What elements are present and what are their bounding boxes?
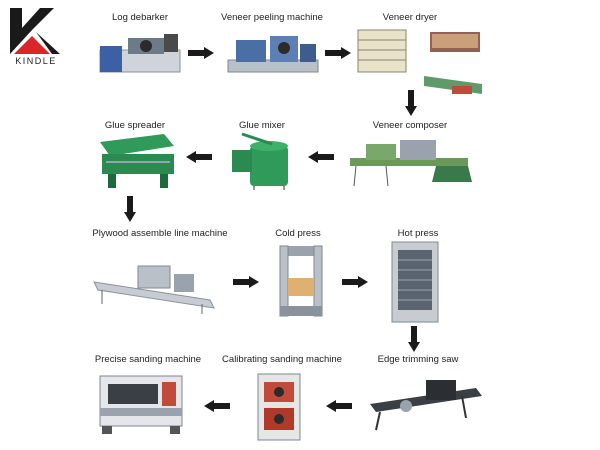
arrow-right-icon — [325, 47, 351, 59]
arrow-left-icon — [326, 400, 352, 412]
arrow-right-icon — [342, 276, 368, 288]
label-veneer-peeling-machine: Veneer peeling machine — [221, 12, 323, 23]
label-glue-mixer: Glue mixer — [239, 120, 285, 131]
hot-press-image — [388, 240, 443, 325]
arrow-down-icon — [405, 90, 417, 116]
cold-press-image — [276, 244, 326, 319]
glue-spreader-image — [94, 132, 179, 192]
label-veneer-dryer: Veneer dryer — [382, 12, 438, 23]
label-edge-trimming-saw: Edge trimming saw — [377, 354, 459, 365]
label-log-debarker: Log debarker — [112, 12, 168, 23]
veneer-peeling-machine-image — [226, 26, 321, 78]
label-calibrating-sanding-machine: Calibrating sanding machine — [222, 354, 342, 365]
plywood-assemble-line-image — [92, 260, 217, 315]
arrow-right-icon — [188, 47, 214, 59]
arrow-down-icon — [124, 196, 136, 222]
arrow-left-icon — [204, 400, 230, 412]
label-veneer-composer: Veneer composer — [372, 120, 448, 131]
label-plywood-assemble-line: Plywood assemble line machine — [92, 228, 228, 239]
glue-mixer-image — [228, 132, 298, 192]
kindle-logo-mark — [10, 8, 60, 54]
arrow-left-icon — [308, 151, 334, 163]
kindle-logo: KINDLE — [6, 6, 66, 68]
label-precise-sanding-machine: Precise sanding machine — [94, 354, 202, 365]
brand-name: KINDLE — [15, 56, 57, 66]
arrow-down-icon — [408, 326, 420, 352]
precise-sanding-machine-image — [96, 372, 186, 437]
arrow-left-icon — [186, 151, 212, 163]
arrow-right-icon — [233, 276, 259, 288]
calibrating-sanding-machine-image — [254, 370, 304, 445]
log-debarker-image — [98, 28, 183, 78]
veneer-dryer-image — [352, 28, 487, 103]
label-glue-spreader: Glue spreader — [104, 120, 166, 131]
label-hot-press: Hot press — [397, 228, 439, 239]
edge-trimming-saw-image — [366, 374, 486, 436]
veneer-composer-image — [346, 138, 476, 193]
label-cold-press: Cold press — [275, 228, 321, 239]
